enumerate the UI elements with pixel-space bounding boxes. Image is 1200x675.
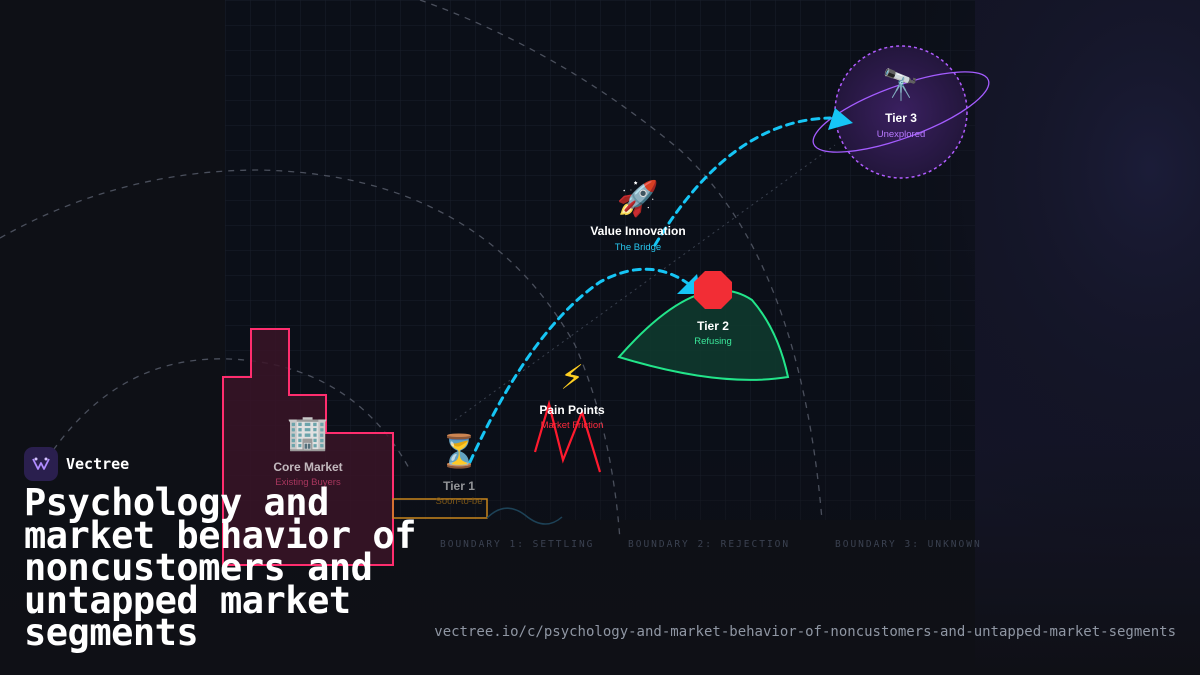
tier1-bar: [392, 498, 488, 519]
boundary-ring-3: [419, 0, 823, 521]
rocket-icon: 🚀: [617, 179, 659, 219]
node-tier1: ⏳ Tier 1 Soon-to-be: [435, 432, 482, 507]
boundary-ring-1: [39, 358, 411, 471]
value-innovation-sub: The Bridge: [615, 242, 661, 253]
page-title: Psychology and market behavior of noncus…: [24, 481, 416, 654]
tier2-label: Tier 2: [697, 319, 729, 333]
node-tier3: 🔭 Tier 3 Unexplored: [877, 67, 926, 140]
boundary-label-3: BOUNDARY 3: UNKNOWN: [835, 539, 982, 550]
pain-zigzag: [533, 399, 602, 473]
tier1-label: Tier 1: [443, 479, 475, 493]
innovation-path: [468, 116, 832, 464]
core-market-sub: Existing Buyers: [275, 477, 341, 488]
boundary-label-2: BOUNDARY 2: REJECTION: [628, 539, 790, 550]
boundary-ring-2: [0, 169, 621, 541]
node-tier2: Tier 2 Refusing: [694, 271, 732, 347]
hourglass-icon: ⏳: [439, 432, 479, 470]
core-market-label: Core Market: [273, 460, 342, 474]
vectree-logo-icon: [24, 447, 58, 481]
path-arc-2: [653, 116, 832, 247]
tier3-sub: Unexplored: [877, 129, 926, 140]
tier2-sub: Refusing: [694, 336, 732, 347]
tier3-orbit-ring: [812, 71, 990, 153]
pain-points-sub: Market Friction: [541, 420, 604, 431]
boundary-label-1: BOUNDARY 1: SETTLING: [440, 539, 594, 550]
page-url[interactable]: vectree.io/c/psychology-and-market-behav…: [434, 624, 1176, 640]
brand: Vectree: [24, 447, 129, 481]
tier3-orb: [834, 45, 968, 179]
stop-sign-icon: [694, 271, 732, 309]
tier3-label: Tier 3: [885, 111, 917, 125]
core-market-shape: [222, 328, 394, 566]
wave-line: [486, 507, 563, 525]
lightning-icon: ⚡: [560, 358, 584, 398]
telescope-icon: 🔭: [882, 67, 919, 103]
tier2-zone: [617, 289, 790, 381]
path-arrow-2: [828, 108, 853, 130]
office-building-icon: 🏢: [287, 413, 329, 453]
boundary-rings: [0, 0, 823, 541]
node-pain-points: ⚡ Pain Points Market Friction: [539, 358, 605, 431]
node-value-innovation: 🚀 Value Innovation The Bridge: [590, 179, 685, 253]
path-arc-1: [468, 267, 692, 464]
value-innovation-label: Value Innovation: [590, 224, 685, 238]
node-core-market: 🏢 Core Market Existing Buyers: [273, 413, 342, 488]
brand-name: Vectree: [66, 455, 130, 473]
guide-line: [454, 144, 836, 421]
pain-points-label: Pain Points: [539, 403, 605, 417]
tier1-sub: Soon-to-be: [435, 496, 482, 507]
